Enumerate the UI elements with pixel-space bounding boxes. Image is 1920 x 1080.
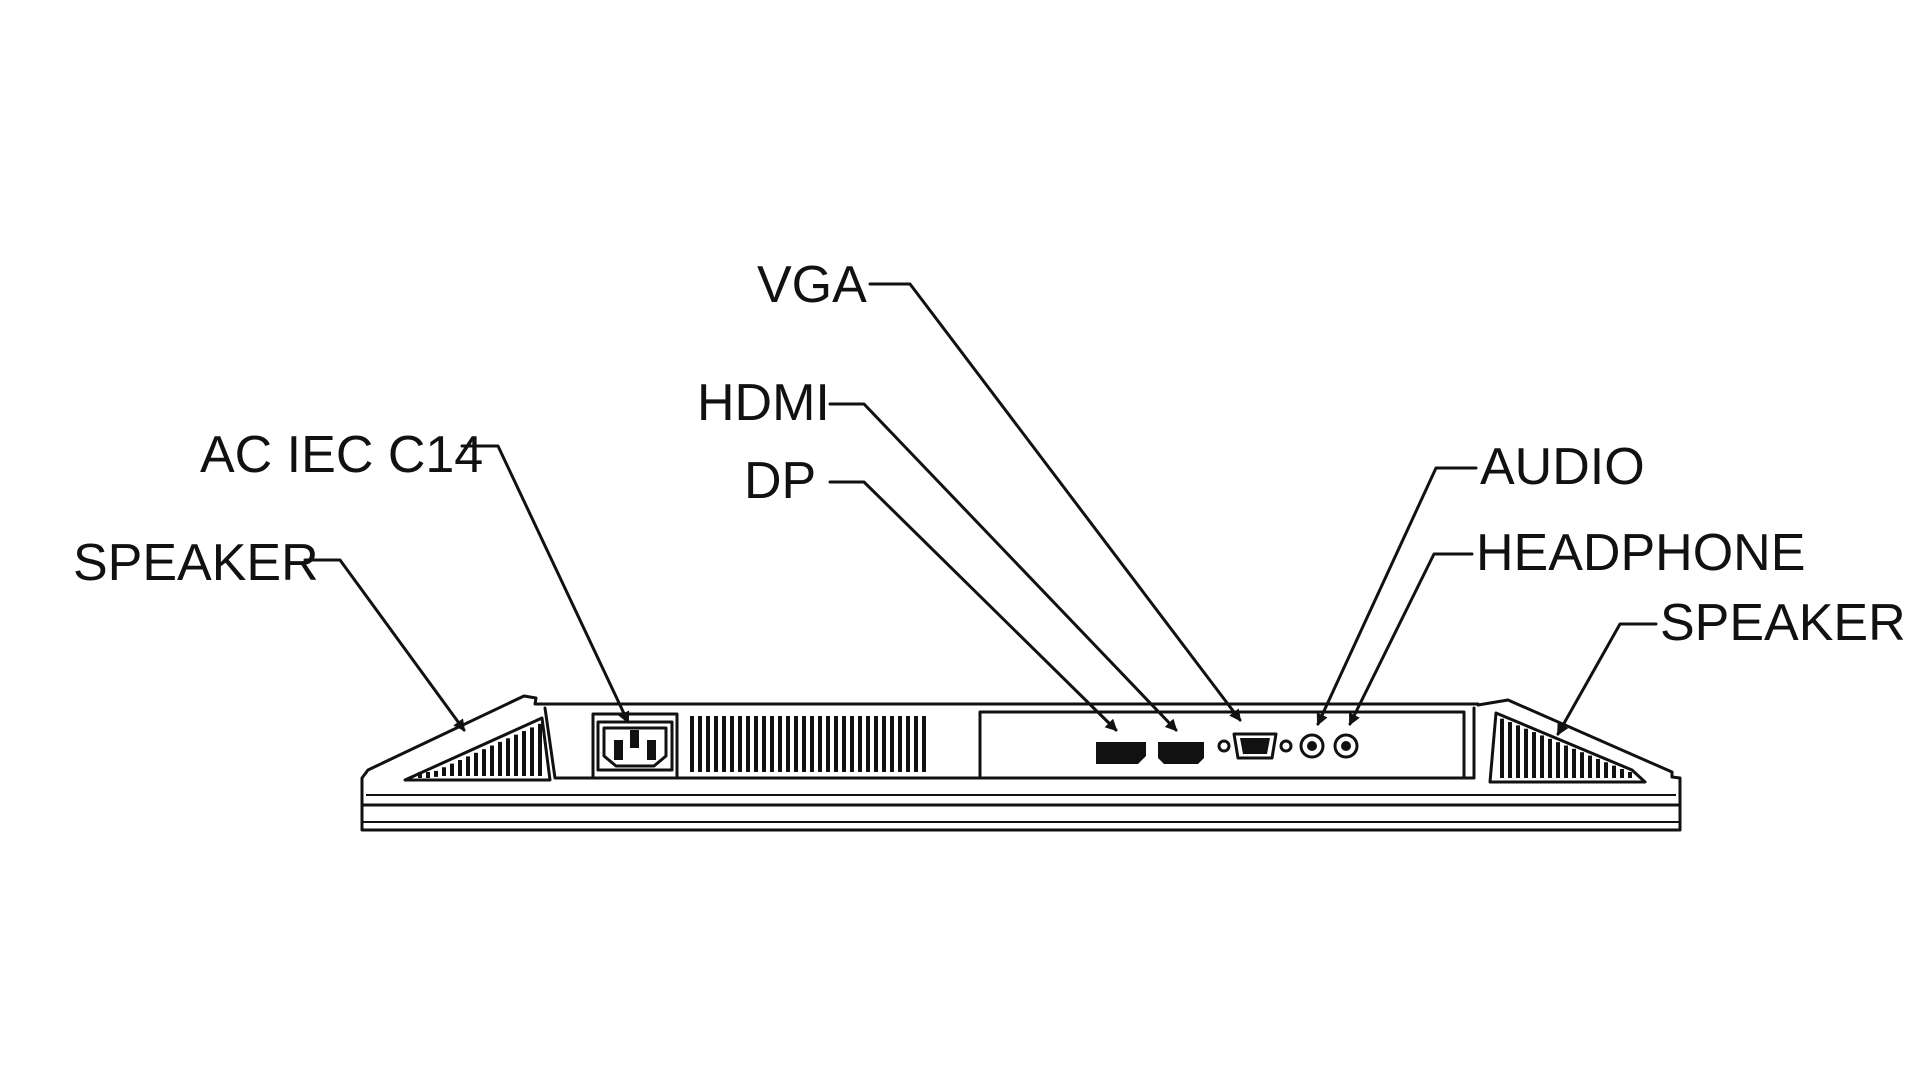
label-audio: AUDIO: [1480, 438, 1645, 496]
dp-port: [1096, 742, 1146, 764]
leader-ac: [460, 444, 630, 724]
leader-hdmi: [828, 402, 1178, 732]
label-speaker-left: SPEAKER: [73, 534, 319, 592]
label-headphone: HEADPHONE: [1476, 524, 1805, 582]
audio-jack: [1299, 733, 1325, 759]
vga-port: [1217, 732, 1293, 760]
label-speaker-right: SPEAKER: [1660, 594, 1906, 652]
speaker-right-grille: [1488, 711, 1647, 784]
leader-speaker-right: [1556, 622, 1658, 736]
monitor-bottom-view: [360, 694, 1682, 832]
headphone-jack: [1333, 733, 1359, 759]
label-ac-iec-c14: AC IEC C14: [200, 426, 483, 484]
leader-lines: [303, 282, 1658, 736]
leader-audio: [1316, 466, 1478, 726]
leader-speaker-left: [303, 558, 466, 732]
speaker-left-grille: [403, 716, 552, 782]
leader-headphone: [1348, 552, 1474, 726]
label-hdmi: HDMI: [697, 374, 830, 432]
label-dp: DP: [744, 452, 816, 510]
leader-dp: [828, 480, 1118, 732]
label-vga: VGA: [757, 256, 867, 314]
leader-vga: [868, 282, 1242, 722]
hdmi-port: [1158, 742, 1204, 764]
ac-iec-c14-socket: [591, 712, 679, 780]
vent-slots: [690, 716, 926, 772]
